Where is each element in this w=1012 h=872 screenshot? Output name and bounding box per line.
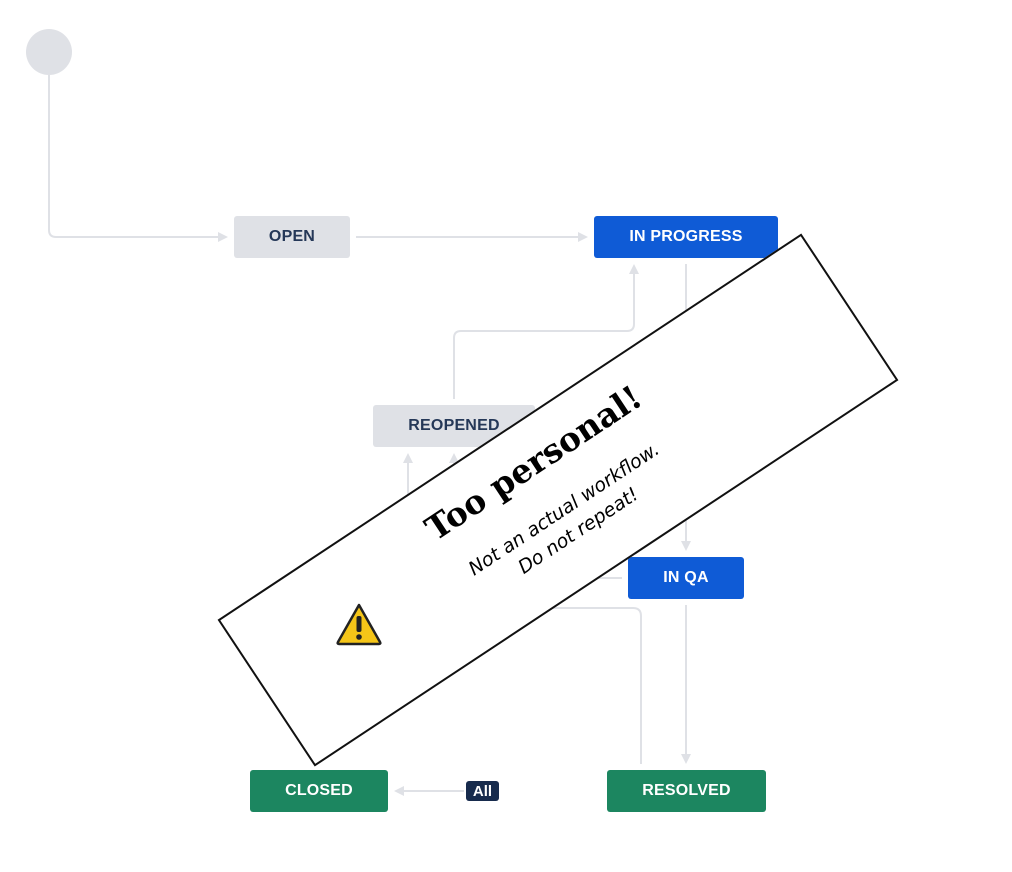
start-node — [26, 29, 72, 75]
status-closed[interactable]: CLOSED — [250, 770, 388, 812]
transition-resolved-up — [520, 607, 642, 764]
status-in-qa[interactable]: IN QA — [628, 557, 744, 599]
transition-reopened-to-inprogress — [453, 264, 639, 399]
status-in-progress[interactable]: IN PROGRESS — [594, 216, 778, 258]
transition-start-to-open — [48, 75, 228, 242]
status-open[interactable]: OPEN — [234, 216, 350, 258]
status-resolved[interactable]: RESOLVED — [607, 770, 766, 812]
all-transition-badge[interactable]: All — [466, 781, 499, 801]
warning-icon — [335, 602, 383, 646]
